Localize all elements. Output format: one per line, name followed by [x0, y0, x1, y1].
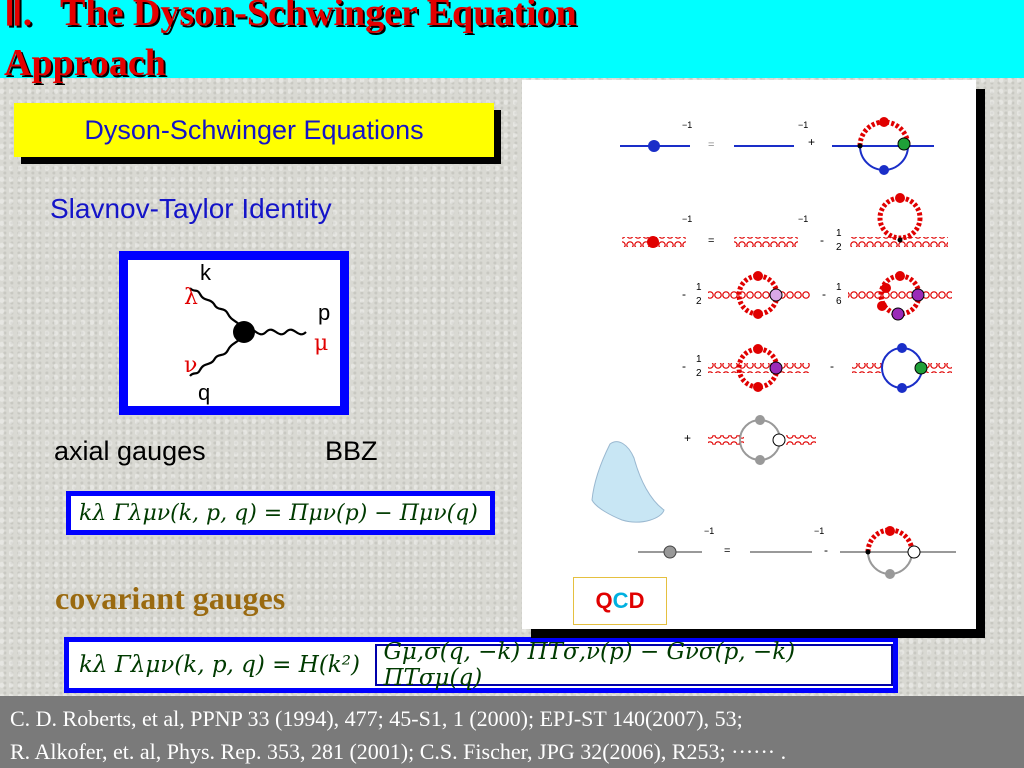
fraction-num: 1: [696, 282, 702, 293]
dressed-gluon-dot: [647, 236, 659, 248]
dse-diagram-panel: −1 = −1 + −1 = −1 - 1 2: [522, 80, 976, 629]
quark-gluon-vertex: [897, 137, 911, 151]
covariant-gauges-label: covariant gauges: [55, 580, 286, 616]
label-p: p: [318, 300, 330, 325]
minus-sign: -: [682, 287, 686, 301]
vertex-svg: k λ p μ ν q: [184, 260, 330, 405]
axial-equation: kλ Γλμν(k, p, q) = Πμν(p) − Πμν(q): [66, 491, 495, 535]
bbz-label: BBZ: [325, 436, 378, 466]
vertex-blob: [233, 321, 255, 343]
title-line1: The Dyson-Schwinger Equation: [60, 0, 577, 34]
four-gluon-vertex: [911, 288, 925, 302]
qcd-logo: Q C D: [573, 577, 667, 625]
fraction-den: 2: [836, 242, 842, 253]
gluon-line-k: [189, 287, 247, 333]
title-line2: Approach: [4, 42, 166, 84]
qcd-letter-q: Q: [595, 588, 613, 613]
dressed-ghost-dot: [663, 545, 677, 559]
inv-mark: −1: [814, 526, 824, 536]
equals-sign: =: [708, 235, 714, 247]
quark-dse-row: −1 = −1 +: [620, 117, 934, 175]
minus-sign: -: [820, 233, 824, 247]
reference-line-2: R. Alkofer, et. al, Phys. Rep. 353, 281 …: [10, 739, 787, 764]
qcd-letter-c: C: [612, 588, 629, 613]
gluon-line-p: [245, 328, 307, 336]
fraction-num: 1: [836, 282, 842, 293]
vertex-diagram: k λ p μ ν q: [119, 251, 349, 415]
fraction-den: 2: [696, 296, 702, 307]
gluon-line-q: [189, 331, 247, 377]
qcd-letter-d: D: [628, 588, 645, 613]
title-bar: Ⅱ. The Dyson-Schwinger Equation Approach: [0, 0, 1024, 84]
label-q: q: [198, 380, 210, 405]
gluon-loops-row-1: - 1 2 - 1 6: [682, 271, 952, 321]
references-footer: C. D. Roberts, et al, PPNP 33 (1994), 47…: [0, 696, 1024, 768]
decorative-figure: [591, 441, 665, 523]
minus-sign: -: [682, 359, 686, 373]
dse-diagrams-svg: −1 = −1 + −1 = −1 - 1 2: [591, 117, 956, 579]
ghost-dse-row: −1 = −1 -: [638, 526, 956, 579]
ghost-loop-row: +: [684, 415, 816, 465]
fraction-den: 2: [696, 368, 702, 379]
covariant-equation: kλ Γλμν(k, p, q) = H(k²) Gμ,σ(q, −k) ΠTσ…: [64, 637, 898, 693]
label-lambda: λ: [184, 285, 198, 310]
title-numeral: Ⅱ.: [4, 0, 33, 34]
fraction-den: 6: [836, 296, 842, 307]
dse-heading: Dyson-Schwinger Equations: [84, 114, 424, 145]
inv-mark: −1: [798, 214, 808, 224]
minus-sign: -: [830, 359, 834, 373]
covariant-equation-right: Gμ,σ(q, −k) ΠTσ,ν(p) − Gνσ(p, −k) ΠTσμ(q…: [375, 639, 893, 691]
dse-heading-box: Dyson-Schwinger Equations: [14, 103, 494, 157]
slide-title: Ⅱ. The Dyson-Schwinger Equation Approach: [4, 0, 1014, 88]
reference-line-1: C. D. Roberts, et al, PPNP 33 (1994), 47…: [10, 706, 743, 731]
inv-mark: −1: [704, 526, 714, 536]
label-mu: μ: [314, 331, 328, 356]
minus-sign: -: [822, 287, 826, 301]
three-gluon-vertex: [769, 288, 783, 302]
label-k: k: [200, 260, 212, 285]
dressed-quark-dot: [648, 140, 660, 152]
minus-sign: -: [824, 543, 828, 557]
inv-mark: −1: [798, 120, 808, 130]
covariant-equation-left: kλ Γλμν(k, p, q) = H(k²): [79, 652, 360, 678]
label-nu: ν: [184, 353, 197, 378]
equals-sign: =: [708, 139, 714, 151]
slavnov-taylor-label: Slavnov-Taylor Identity: [50, 193, 332, 224]
plus-sign: +: [684, 431, 691, 445]
gluon-loops-row-2: - 1 2 -: [682, 343, 952, 393]
equals-sign: =: [724, 545, 730, 557]
fraction-num: 1: [836, 228, 842, 239]
inv-mark: −1: [682, 120, 692, 130]
inv-mark: −1: [682, 214, 692, 224]
gluon-dse-row: −1 = −1 - 1 2: [622, 193, 948, 253]
plus-sign: +: [808, 135, 815, 149]
fraction-num: 1: [696, 354, 702, 365]
axial-gauges-label: axial gauges: [54, 436, 206, 466]
